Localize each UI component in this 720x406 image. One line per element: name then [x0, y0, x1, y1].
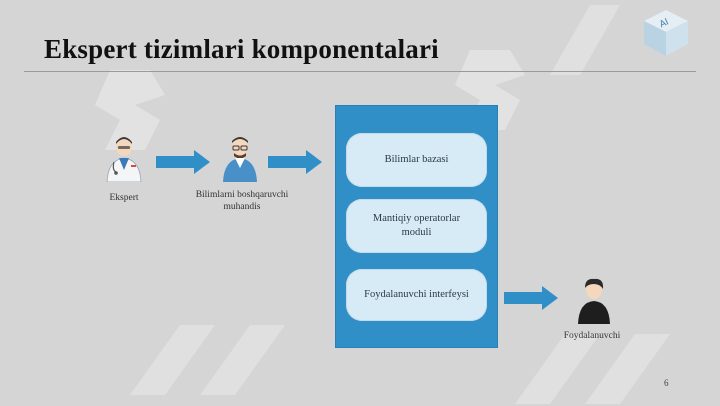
user-label: Foydalanuvchi — [563, 331, 621, 341]
arrow-right-icon — [156, 150, 210, 174]
expert-label: Ekspert — [109, 193, 139, 203]
slide-title: Ekspert tizimlari komponentalari — [44, 34, 439, 64]
knowledge-base-module: Bilimlar bazasi — [346, 133, 487, 187]
engineer-label: Bilimlarni boshqaruvchi muhandis — [195, 190, 289, 212]
user-icon — [578, 278, 610, 324]
page-number: 6 — [664, 378, 669, 388]
cube-logo-icon: AI — [644, 10, 688, 56]
user-interface-module: Foydalanuvchi interfeysi — [346, 269, 487, 321]
watermark-logo — [550, 5, 620, 75]
arrow-right-icon — [504, 286, 558, 310]
inference-operators-module: Mantiqiy operatorlar moduli — [346, 199, 487, 253]
svg-text:AI: AI — [658, 17, 670, 30]
expert-system-panel: Bilimlar bazasi Mantiqiy operatorlar mod… — [335, 105, 498, 348]
watermark-logo — [130, 325, 285, 395]
engineer-icon — [223, 137, 257, 182]
arrow-right-icon — [268, 150, 322, 174]
expert-doctor-icon — [106, 137, 142, 182]
title-divider — [24, 71, 696, 72]
